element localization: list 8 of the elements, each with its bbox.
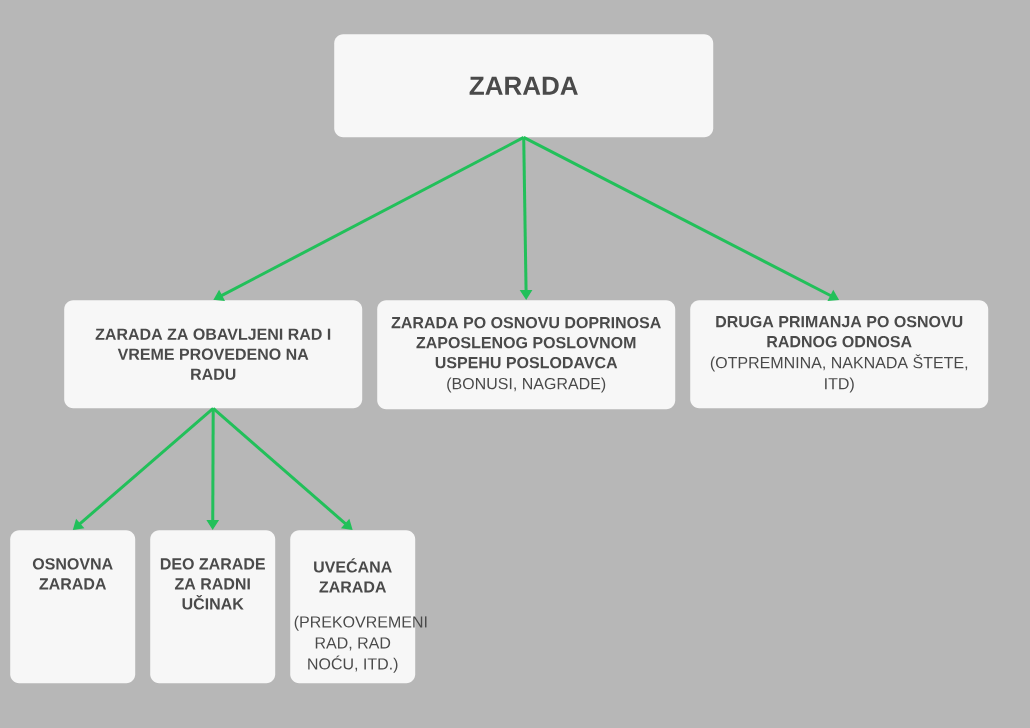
text-box: OSNOVNA ZARADA [10, 530, 136, 684]
text-box: ZARADA ZA OBAVLJENI RAD I VREME PROVEDENO NA RADU [64, 300, 363, 409]
text-box: ZARADA PO OSNOVU DOPRINOSA ZAPOSLENOG POSLOVNOM USPEHU POSLODAVCA (BONUSI, NAGRADE) [377, 300, 676, 410]
text-box: ZARADA [334, 34, 714, 138]
text-box: DRUGA PRIMANJA PO OSNOVU RADNOG ODNOSA (OTPREMNINA, NAKNADA ŠTETE, ITD) [690, 300, 989, 409]
arrow [212, 407, 353, 530]
text-box: UVEĆANA ZARADA (PREKOVREMENI RAD, RAD NOĆU, ITD.) [290, 530, 427, 684]
text-box: DEO ZARADE ZA RADNI UČINAK [150, 530, 276, 684]
